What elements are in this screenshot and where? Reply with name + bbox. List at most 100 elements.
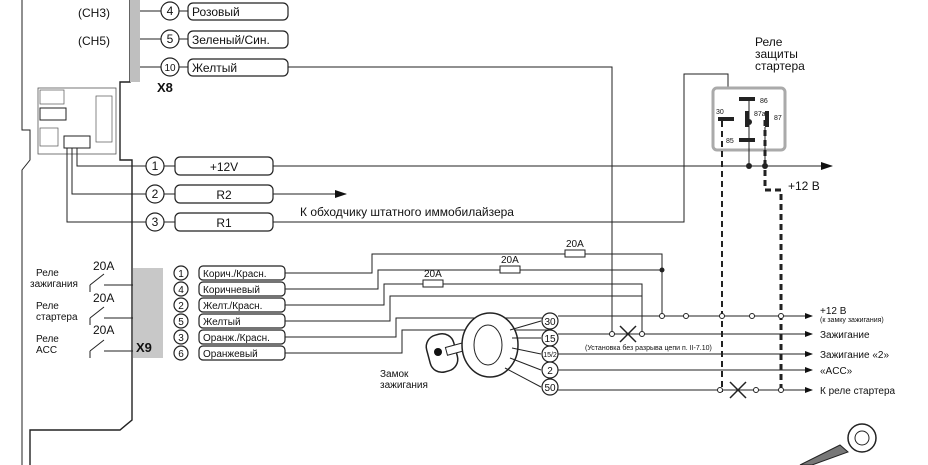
- x8-section: (CH3) (CH5) X8 4 5 10 Розовый Зеленый/Си…: [78, 1, 613, 332]
- relay-pin-30: 30: [716, 109, 724, 116]
- lock-label-1: Замок: [380, 369, 409, 380]
- unit-inner-edge: [21, 0, 31, 465]
- immobilizer-note: К обходчику штатного иммобилайзера: [300, 205, 514, 219]
- lock-cylinder: [461, 312, 519, 378]
- x9-wires: Корич./Красн. Коричневый Желт./Красн. Же…: [198, 265, 286, 361]
- fuse-2-label: 20A: [501, 255, 519, 266]
- x9-pin-5: 5: [178, 317, 184, 328]
- x8-wire-green: [187, 30, 289, 49]
- wire-r2-from-socket: [71, 148, 146, 195]
- power-pin-3-num: 3: [152, 215, 159, 229]
- x9-wire-5: Желтый: [203, 317, 241, 328]
- relay-start-label-2: стартера: [36, 312, 78, 323]
- relay-ign-contact: [89, 273, 133, 292]
- x8-wire-pink: [187, 2, 289, 21]
- x9-pin-3: 3: [178, 333, 184, 344]
- output-12v-sub: (к замку зажигания): [820, 317, 884, 324]
- lock-term-50: 50: [544, 383, 556, 394]
- lock-term-2: 2: [547, 366, 553, 377]
- x8-connector-body: [130, 0, 140, 82]
- relay-start-label-1: Реле: [36, 301, 59, 312]
- relay-ign-label-1: Реле: [36, 268, 59, 279]
- ground-terminal-icon: [799, 423, 877, 465]
- socket-5: [39, 127, 59, 147]
- socket-4: [95, 95, 113, 143]
- fuse-2: [499, 265, 521, 274]
- x9-pins: 1 4 2 5 3 6: [173, 265, 189, 361]
- ignition-lock: Замок зажигания 30 15 15/2 2 50 (Установ…: [380, 312, 712, 396]
- lock-cut-note: (Установка без разрыва цепи п. II-7.10): [585, 344, 712, 352]
- x9-pin-6: 6: [178, 349, 184, 360]
- x8-pin-5-num: 5: [167, 32, 174, 46]
- route-x9-1: [285, 253, 663, 316]
- starter-relay: Реле защиты стартера 86 30 87a 87 85 +12…: [711, 35, 820, 193]
- channel-ch5: (CH5): [78, 34, 110, 48]
- output-12v: +12 В: [820, 306, 847, 317]
- relay-start-fuse: 20A: [93, 291, 114, 305]
- power-pin-1-num: 1: [152, 159, 159, 173]
- outputs: +12 В (к замку зажигания) Зажигание Зажи…: [558, 306, 896, 399]
- wire-r1-route: [273, 73, 729, 223]
- x9-wire-2: Желт./Красн.: [203, 301, 262, 312]
- route-x9-2: [285, 283, 643, 334]
- x8-pin-10-num: 10: [164, 63, 176, 74]
- fuse-3: [422, 279, 444, 288]
- output-starter: К реле стартера: [820, 386, 896, 397]
- starter-relay-title-2: защиты: [755, 47, 798, 61]
- output-ignition-2: Зажигание «2»: [820, 350, 889, 361]
- starter-relay-title-1: Реле: [755, 35, 783, 49]
- socket-2: [39, 107, 67, 121]
- fuse-3-label: 20A: [424, 269, 442, 280]
- x9-pin-4: 4: [178, 285, 184, 296]
- x9-wire-4: Коричневый: [203, 285, 260, 296]
- output-acc: «ACC»: [820, 366, 853, 377]
- relay-supply-label: +12 В: [788, 179, 820, 193]
- channel-ch3: (CH3): [78, 6, 110, 20]
- lock-label-2: зажигания: [380, 380, 428, 391]
- relay-pin-87a: 87a: [754, 111, 766, 118]
- relay-87-dashed: [763, 120, 783, 392]
- lock-term-30: 30: [544, 317, 556, 328]
- lock-term-15: 15: [544, 334, 556, 345]
- wire-12v-from-socket: [76, 148, 146, 167]
- power-section: 1 2 3 +12V R2 R1 К обходчику штатного им…: [66, 73, 833, 232]
- wire-12v-label: +12V: [210, 160, 238, 174]
- output-ignition: Зажигание: [820, 330, 870, 341]
- relay-pin-86: 86: [760, 98, 768, 105]
- unit-outline: [29, 0, 133, 465]
- x8-wire-yellow-label: Желтый: [192, 61, 237, 75]
- relay-pin-87: 87: [774, 115, 782, 122]
- fuse-1: [564, 249, 586, 258]
- relay-pin-85: 85: [726, 138, 734, 145]
- relay-acc-contact: [89, 339, 133, 358]
- x8-label: X8: [157, 80, 173, 95]
- socket-block: [37, 87, 117, 155]
- x9-section: X9 Реле зажигания 20A Реле стартера 20A …: [30, 239, 665, 361]
- x9-pin-1: 1: [178, 269, 184, 280]
- wire-r2-label: R2: [216, 188, 232, 202]
- relay-acc-label-1: Реле: [36, 334, 59, 345]
- lock-term-15-2: 15/2: [543, 352, 557, 359]
- x8-wire-green-label: Зеленый/Син.: [192, 33, 270, 47]
- x8-yellow-route: [288, 66, 613, 332]
- relay-start-contact: [89, 306, 133, 325]
- x9-wire-6: Оранжевый: [203, 349, 258, 360]
- x9-connector-body: [133, 268, 163, 358]
- fuse-1-label: 20A: [566, 239, 584, 250]
- x8-pin-4-num: 4: [167, 4, 174, 18]
- relay-ign-label-2: зажигания: [30, 279, 78, 290]
- relay-acc-label-2: ACC: [36, 345, 57, 356]
- x8-wire-pink-label: Розовый: [192, 5, 240, 19]
- starter-relay-title-3: стартера: [755, 59, 805, 73]
- lock-core: [473, 324, 503, 366]
- wire-r1-label: R1: [216, 216, 232, 230]
- relay-ign-fuse: 20A: [93, 259, 114, 273]
- relay-acc-fuse: 20A: [93, 323, 114, 337]
- socket-1: [39, 89, 65, 105]
- x9-label: X9: [136, 340, 152, 355]
- route-x9-5: [285, 295, 642, 322]
- x9-pin-2: 2: [178, 301, 184, 312]
- x9-wire-3: Оранж./Красн.: [203, 333, 270, 344]
- x9-wire-1: Корич./Красн.: [203, 269, 267, 280]
